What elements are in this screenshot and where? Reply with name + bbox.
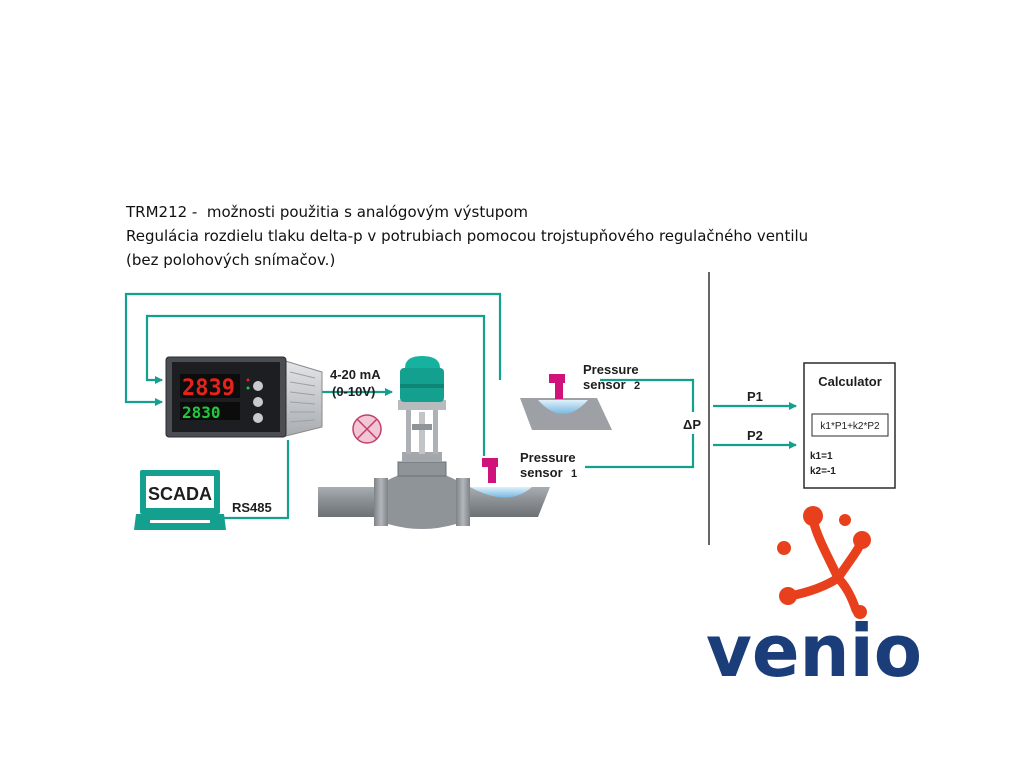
valve-actuator [400,356,444,402]
controller-button-icon [253,413,263,423]
title-line-2: Regulácia rozdielu tlaku delta-p v potru… [126,227,809,245]
venio-logo: venio [706,506,922,693]
venio-molecule-icon [777,506,871,619]
title-line-3: (bez polohových snímačov.) [126,251,336,269]
p1-label: P1 [747,389,763,404]
sensor2-label-2: sensor [583,377,626,392]
sensor2-label-1: Pressure [583,362,639,377]
pressure-sensor-1 [470,458,532,498]
signal-lines [124,292,797,520]
rs485-label: RS485 [232,500,272,515]
trm212-controller: 2839 2830 [165,356,323,438]
controller-button-icon [253,381,263,391]
rs485-line [222,440,290,520]
title-line-1: TRM212 - možnosti použitia s analógovým … [126,203,529,221]
sensor1-label-2: sensor [520,465,563,480]
calculator-k1: k1=1 [810,451,833,462]
feedback-line-sensor2 [124,292,502,406]
calculator-title: Calculator [818,374,882,389]
scada-label: SCADA [148,484,212,504]
title-block: TRM212 - možnosti použitia s analógovým … [126,200,808,272]
venio-logo-text: venio [706,609,922,693]
sensor2-index: 2 [634,380,640,392]
sensor1-index: 1 [571,468,577,480]
sensor1-label-1: Pressure [520,450,576,465]
pipeline [318,471,550,529]
display-bottom-value: 2830 [182,403,221,422]
control-valve [397,400,447,477]
calculator-formula: k1*P1+k2*P2 [820,421,880,432]
controller-button-icon [253,397,263,407]
output-signal-label-2: (0-10V) [332,384,375,399]
valve-symbol-icon [352,414,382,444]
feedback-line-sensor1 [145,314,486,456]
display-top-value: 2839 [182,376,235,401]
output-signal-label-1: 4-20 mA [330,367,381,382]
calculator-box: Calculator k1*P1+k2*P2 k1=1 k2=-1 [803,362,896,489]
sensor2-to-deltap-line [600,378,695,412]
calculator-k2: k2=-1 [810,466,836,477]
scada-laptop-icon: SCADA [134,470,226,530]
p2-label: P2 [747,428,763,443]
delta-p-label: ΔP [683,417,701,432]
sensor1-to-deltap-line [585,434,695,469]
pressure-sensor-2 [520,374,612,430]
